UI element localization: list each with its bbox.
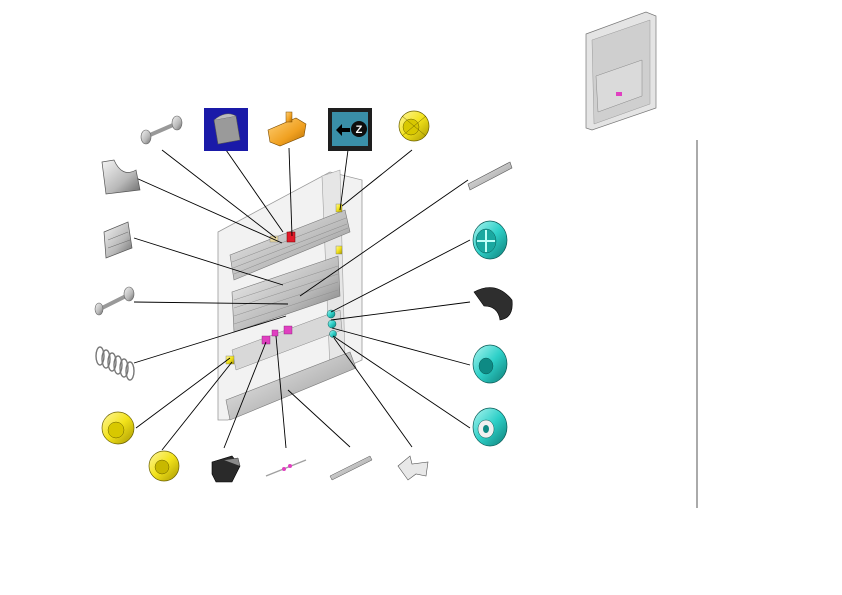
part-cyan-wheel-spoked [472,220,508,260]
leader-lines [133,147,471,451]
part-pin-with-bushings [265,459,307,477]
part-roller-shaft-left [94,286,135,316]
part-roller-shaft-top [140,115,183,145]
part-yellow-gear-top [398,110,430,142]
part-cyan-wheel-ring [472,407,508,447]
main-assembly [217,169,363,421]
part-grey-clip [103,221,133,259]
part-black-latch [211,455,241,483]
rounded-corner-pad-icon [204,108,248,151]
part-yellow-gear-left [101,411,135,445]
arrow-z-axis-icon: Z [328,108,372,151]
part-grey-rail [329,455,373,481]
location-thumbnail [560,8,676,136]
part-black-c-ring [473,287,513,321]
part-yellow-gear-bottom [148,450,180,482]
part-grey-lever [101,159,141,195]
part-grey-rack [467,161,513,191]
z-badge-label: Z [356,124,363,136]
part-cyan-wheel-solid [472,344,508,384]
part-orange-bracket [267,111,307,147]
part-grey-bracket-bottom [397,455,429,481]
part-spring [95,346,135,381]
